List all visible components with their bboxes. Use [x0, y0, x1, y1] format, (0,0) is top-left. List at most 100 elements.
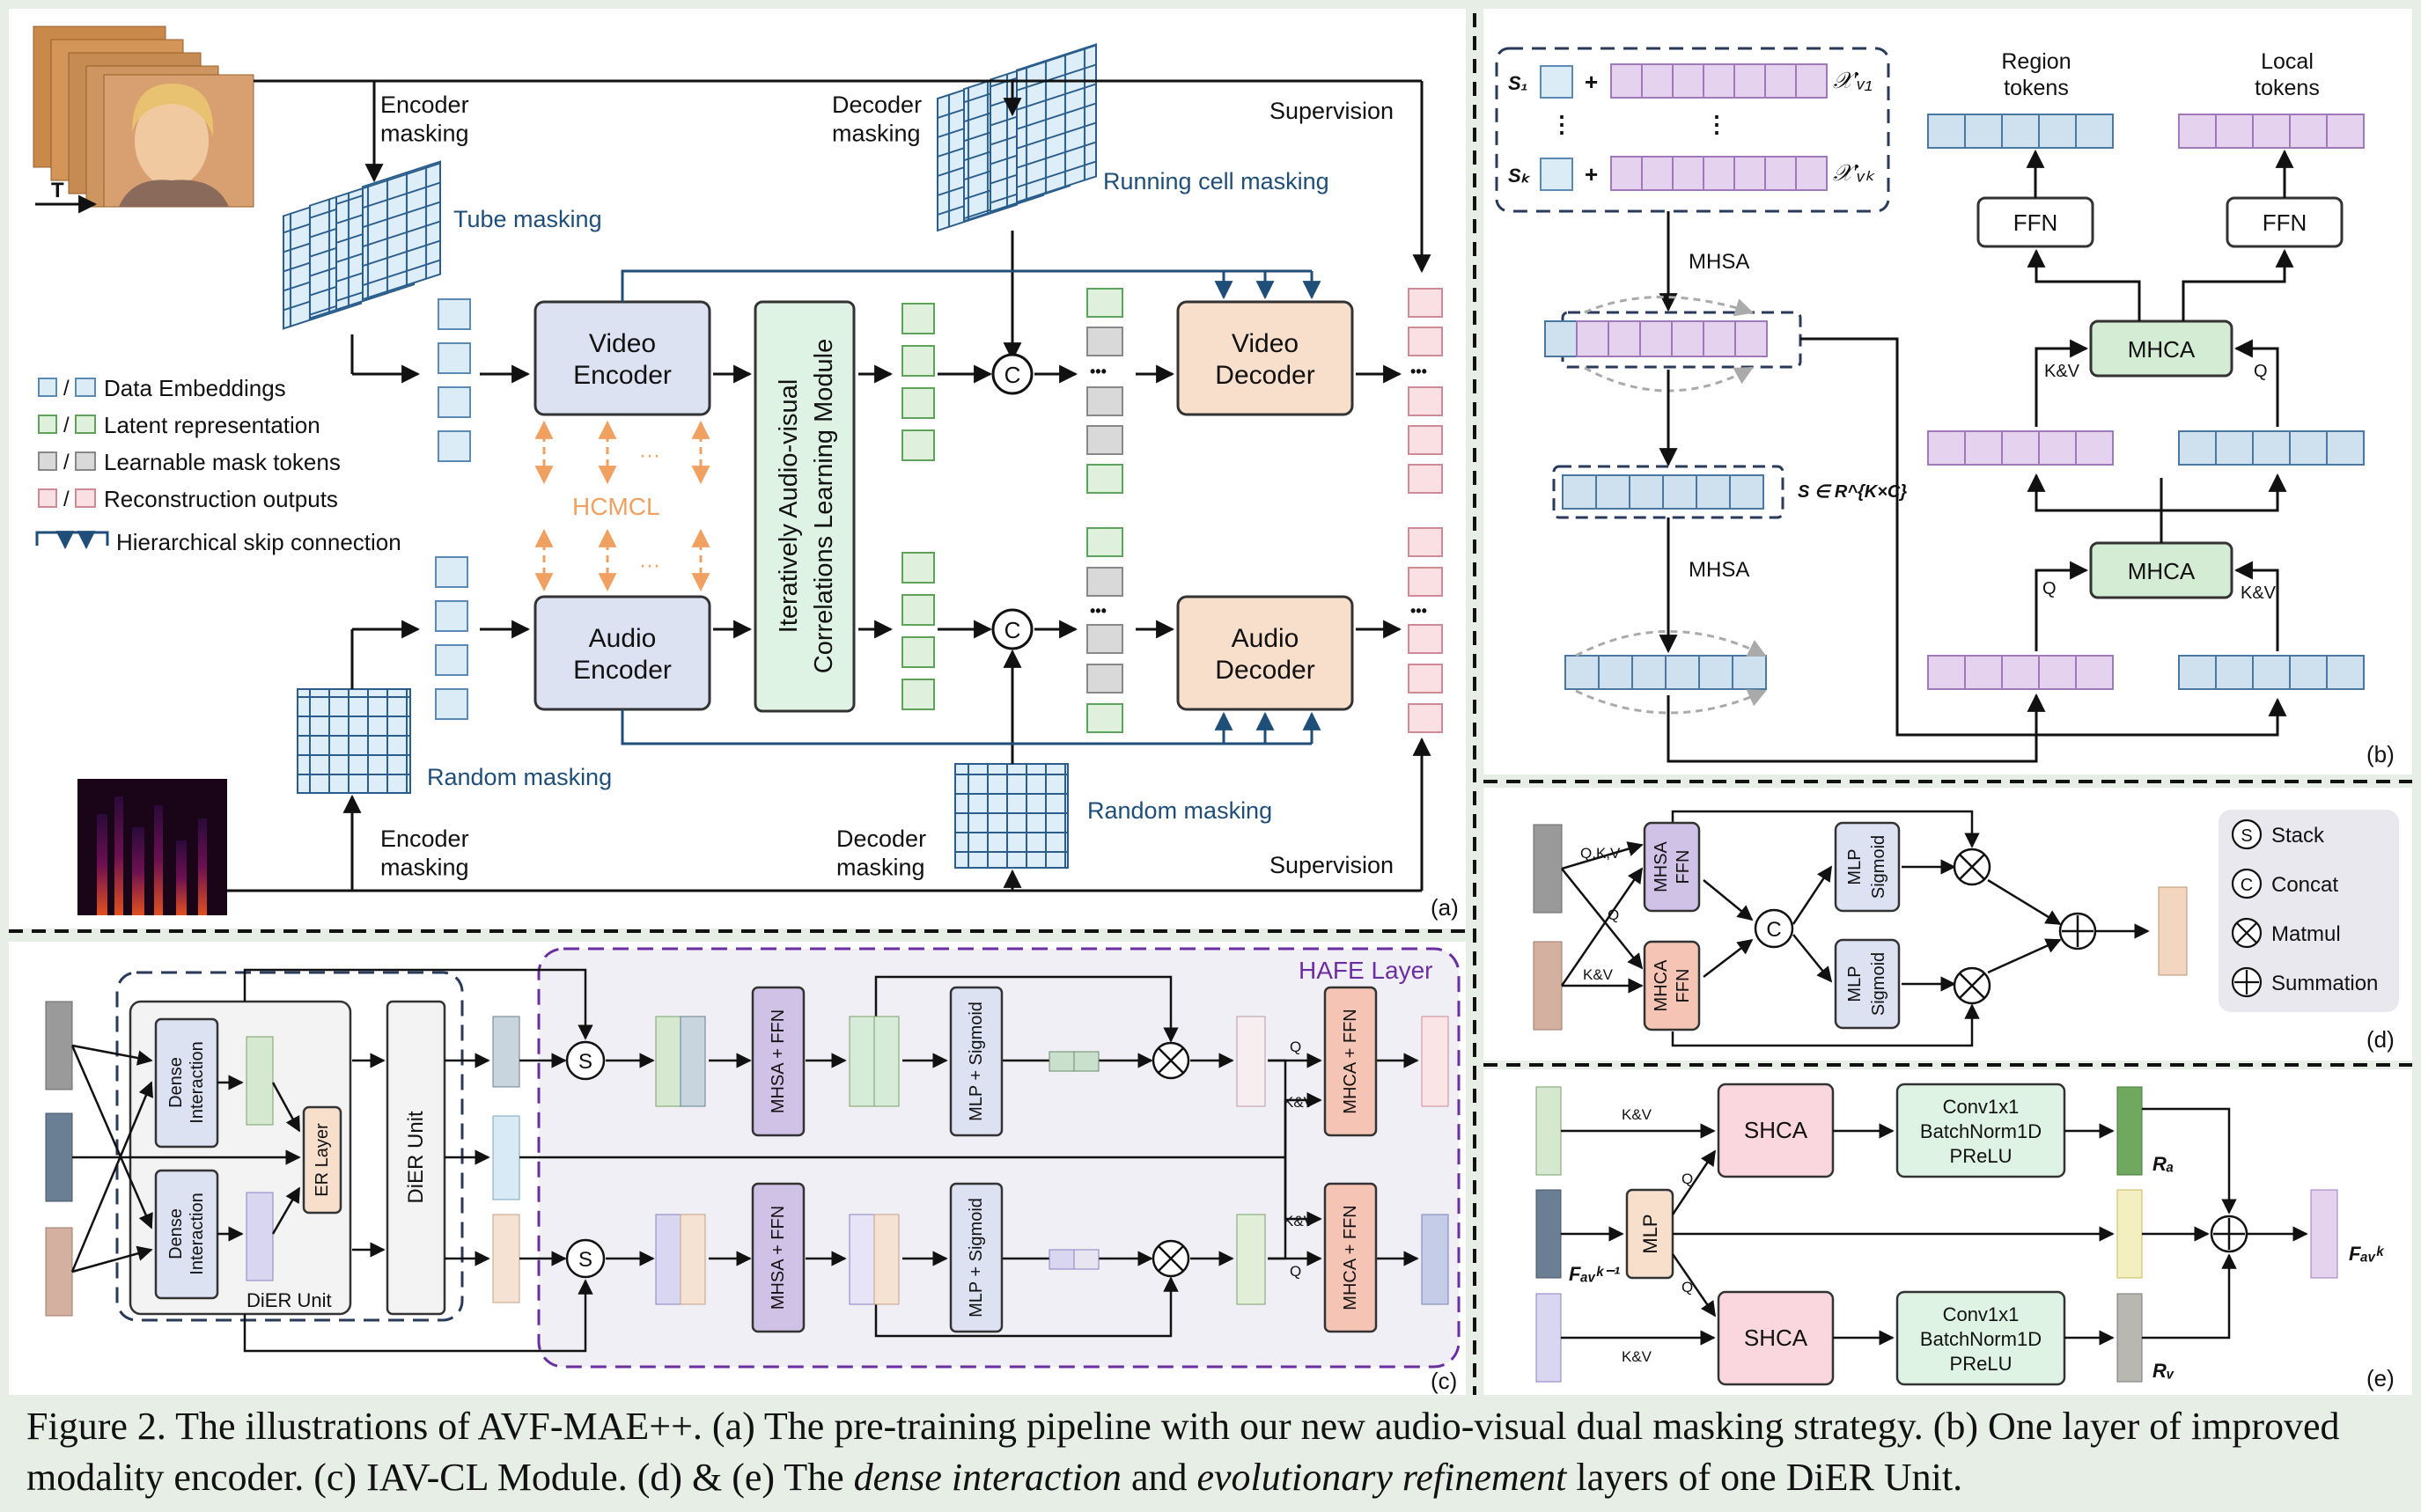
fav-input-token-e	[1535, 1189, 1562, 1279]
token-cell	[2252, 655, 2291, 690]
matmul-node-d-upper	[1953, 848, 1991, 886]
local-kv-token-row	[2178, 655, 2365, 690]
mlp-sigmoid-c-lower-label: MLP + Sigmoid	[967, 1198, 986, 1317]
token-cell	[1927, 655, 1966, 690]
token-cell	[2075, 655, 2114, 690]
token-cell	[1764, 156, 1797, 191]
text-line: masking	[380, 854, 469, 880]
spectrogram-image	[77, 779, 227, 915]
plus-sign-k: +	[1585, 161, 1598, 187]
q-label-lower: Q	[2042, 579, 2057, 598]
symbol-legend-glyph	[2236, 922, 2257, 943]
x-v1-label: 𝒳′ᵥ₁	[1833, 67, 1873, 93]
token-cell	[1610, 63, 1643, 99]
token-cell	[1698, 655, 1733, 690]
mlp-d-upper-line1: MLP	[1845, 848, 1865, 884]
ffn-right-label: FFN	[2263, 209, 2307, 236]
token-cell	[1733, 156, 1766, 191]
caption-prefix: Figure 2. The illustrations of AVF-MAE++…	[26, 1405, 2340, 1499]
gated-feature-lower	[1236, 1214, 1266, 1305]
video-concat-node: C	[991, 353, 1034, 395]
token-cell	[2289, 655, 2328, 690]
mhsa-ffn-d-line2: FFN	[1674, 850, 1693, 884]
visual-input-token-e	[1535, 1293, 1562, 1383]
stack-symbol-lower: S	[578, 1248, 592, 1272]
text-line: Video	[1232, 329, 1299, 358]
mhca-upper-label: MHCA	[2128, 336, 2196, 363]
token-cell	[1672, 63, 1704, 99]
token-cell	[1562, 474, 1597, 510]
random-masking-label-encoder: Random masking	[427, 764, 612, 790]
token-cell	[1544, 320, 1578, 357]
fused-input-token-c	[45, 1112, 73, 1202]
region-query-token-row	[1927, 655, 2114, 690]
stacked-token-row	[1562, 474, 1764, 510]
audio-token-ellipsis: •••	[1090, 602, 1107, 620]
token-cell	[2326, 114, 2365, 149]
symbol-legend-glyph: C	[2241, 876, 2253, 895]
token-cell	[1564, 655, 1600, 690]
text-line: Decoder	[1215, 656, 1314, 685]
panel-a: T Tube masking Running cell maskin	[33, 26, 1459, 921]
video-concat-symbol: C	[1004, 362, 1021, 388]
qkv-label-d: Q,K,V	[1580, 845, 1621, 862]
kv-label-upper: K&V	[2044, 362, 2080, 381]
conv-lower-line2: BatchNorm1D	[1920, 1328, 2042, 1350]
visual-token-row-k	[1610, 156, 1828, 191]
text-line: Video	[589, 329, 656, 358]
ffn-block-right: FFN	[2226, 196, 2344, 248]
panel-a-legend: /Data Embeddings/Latent representation/L…	[38, 375, 341, 512]
bottom-token-row	[1564, 655, 1767, 690]
attended-pair-upper	[849, 1016, 900, 1107]
legend-slash: /	[63, 377, 70, 400]
audio-data-embeddings	[435, 556, 468, 720]
mhca-ffn-d-line2: FFN	[1674, 969, 1693, 1003]
token-cell	[1608, 320, 1641, 357]
symbol-legend-label: Summation	[2271, 972, 2378, 995]
text-line: masking	[836, 854, 925, 880]
token-cell	[2001, 430, 2040, 466]
dier-output-mid	[492, 1115, 520, 1200]
matmul-node-c-upper	[1152, 1041, 1190, 1080]
token-cell	[1964, 430, 2003, 466]
audio-encoder-random-masking-grid	[297, 688, 411, 794]
token-cell	[1964, 655, 2003, 690]
legend-label: Learnable mask tokens	[104, 449, 341, 475]
token-cell	[1703, 320, 1736, 357]
panel-b-label: (b)	[2366, 741, 2395, 767]
mhca-block-lower: MHCA	[2089, 541, 2233, 599]
kv-label-d: K&V	[1583, 966, 1614, 983]
vertical-ellipsis-left: ⋮	[1550, 111, 1573, 137]
summation-node-d	[2058, 912, 2097, 951]
panel-c: HAFE Layer DiER Unit Dense Interaction D…	[45, 947, 1461, 1394]
audio-concat-symbol: C	[1004, 617, 1021, 643]
audio-input-token-c	[45, 1001, 73, 1090]
skip-connection-legend-label: Hierarchical skip connection	[116, 529, 401, 555]
text-line: masking	[380, 120, 469, 146]
token-cell	[1665, 655, 1700, 690]
concat-node-d: C	[1754, 908, 1794, 949]
time-axis-label: T	[51, 179, 64, 202]
conv-block-upper: Conv1x1 BatchNorm1D PReLU	[1895, 1083, 2066, 1178]
token-cell	[1764, 63, 1797, 99]
token-cell	[2038, 430, 2077, 466]
gate-weights-lower	[1049, 1249, 1100, 1270]
video-data-embeddings	[438, 298, 471, 462]
s-formula-label: S ∈ R^{K×C}	[1798, 482, 1907, 502]
video-reconstruction-outputs	[1408, 288, 1443, 494]
mhsa-token-row	[1544, 320, 1768, 357]
